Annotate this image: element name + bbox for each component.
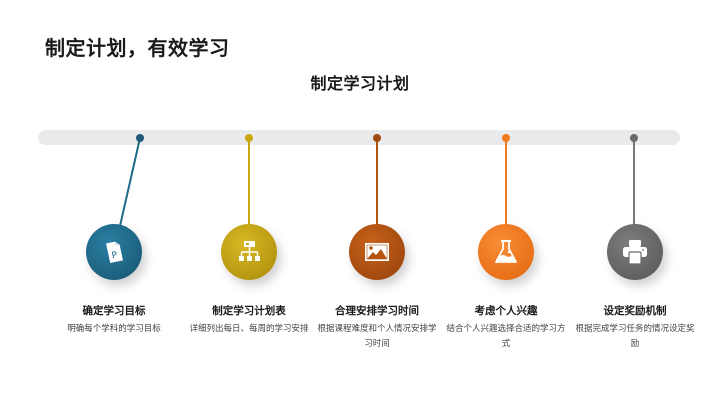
step-2-badge (221, 224, 277, 280)
image-icon (365, 243, 389, 261)
document-p-icon: P (106, 241, 123, 264)
step-4-title: 考虑个人兴趣 (474, 305, 538, 317)
printer-icon (623, 240, 647, 265)
page-title: 制定计划，有效学习 (45, 36, 230, 60)
step-3-description: 根据课程难度和个人情况安排学习时间 (317, 324, 437, 349)
svg-text:P: P (111, 250, 119, 261)
step-1-title: 确定学习目标 (82, 305, 146, 317)
hierarchy-icon (239, 241, 260, 261)
step-4-badge (478, 224, 534, 280)
timeline-step-2: 制定学习计划表 详细列出每日、每周的学习安排 (184, 0, 314, 404)
timeline-track (38, 130, 680, 145)
step-5-title: 设定奖励机制 (603, 305, 667, 317)
step-3-title: 合理安排学习时间 (335, 305, 419, 317)
timeline-step-4: 考虑个人兴趣 结合个人兴趣选择合适的学习方式 (441, 0, 571, 404)
timeline-step-5: 设定奖励机制 根据完成学习任务的情况设定奖励 (570, 0, 700, 404)
step-5-badge (607, 224, 663, 280)
timeline-step-3: 合理安排学习时间 根据课程难度和个人情况安排学习时间 (312, 0, 442, 404)
step-3-badge (349, 224, 405, 280)
step-2-title: 制定学习计划表 (212, 305, 286, 317)
step-2-description: 详细列出每日、每周的学习安排 (189, 324, 309, 334)
step-4-description: 结合个人兴趣选择合适的学习方式 (446, 324, 566, 349)
flask-icon (495, 240, 517, 263)
timeline-step-1: P 确定学习目标 明确每个学科的学习目标 (49, 0, 179, 404)
step-1-badge: P (86, 224, 142, 280)
section-subtitle: 制定学习计划 (310, 74, 410, 93)
step-1-description: 明确每个学科的学习目标 (67, 324, 161, 334)
step-5-description: 根据完成学习任务的情况设定奖励 (575, 324, 695, 349)
